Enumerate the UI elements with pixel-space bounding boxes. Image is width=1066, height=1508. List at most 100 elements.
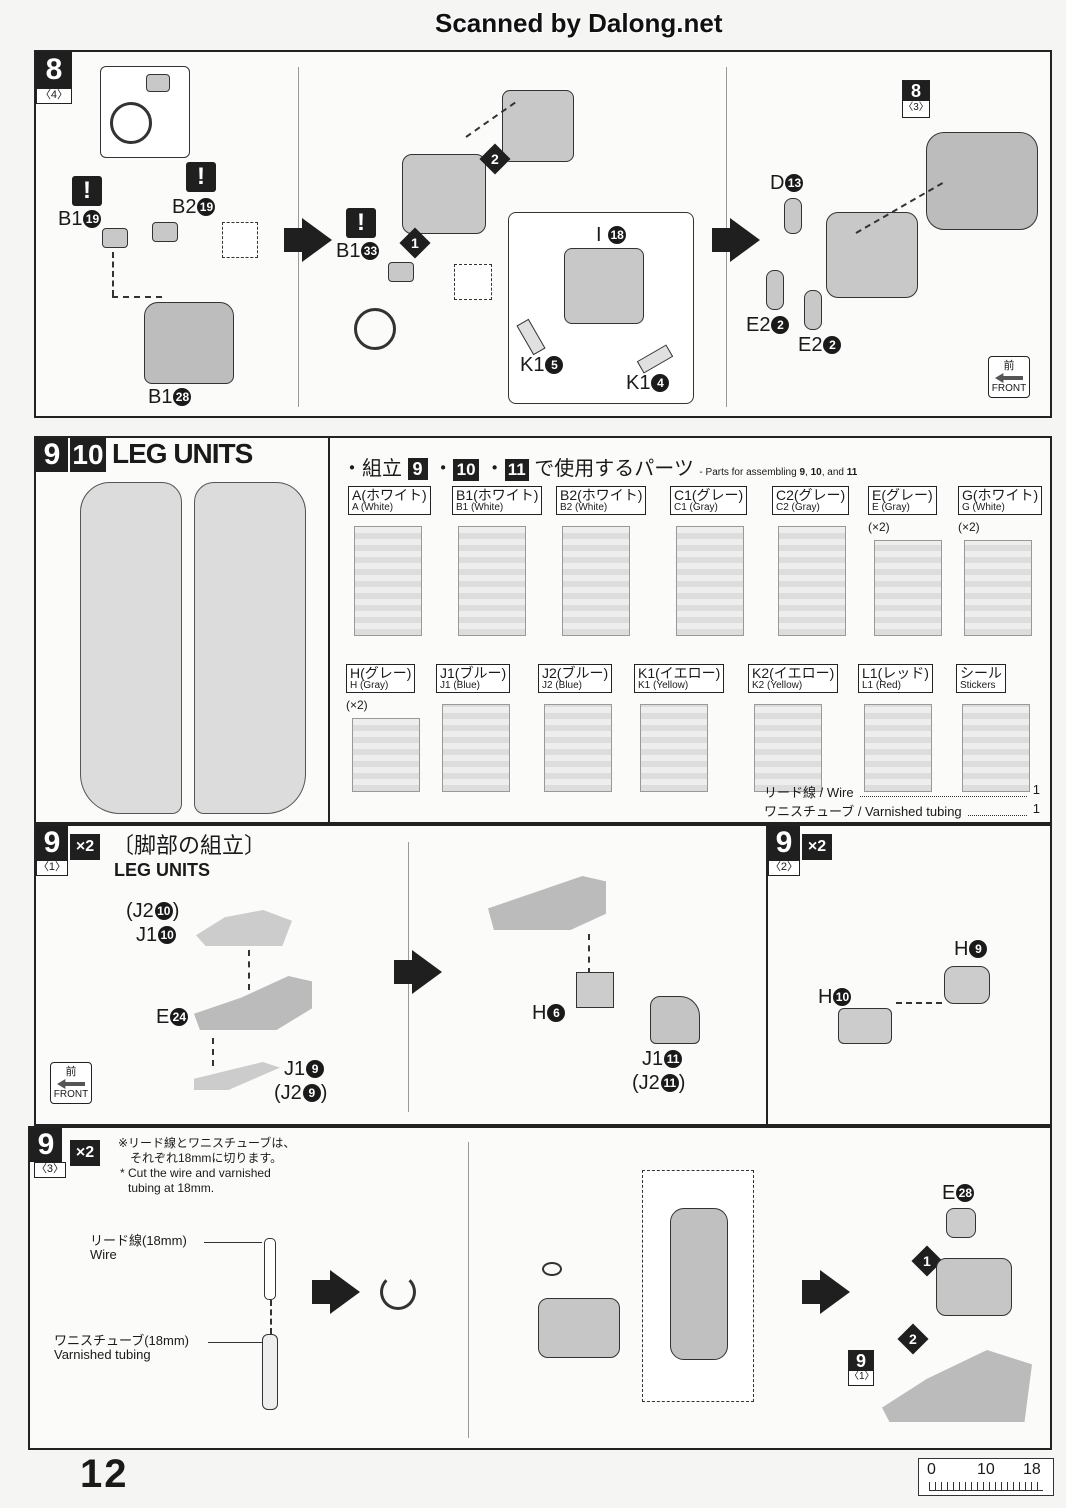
part-label-3: C1(グレー)C1 (Gray) xyxy=(670,486,748,515)
leader-line xyxy=(208,1342,262,1343)
parts-heading: ・組立 9 ・10 ・11 で使用するパーツ - Parts for assem… xyxy=(342,458,858,481)
part-label-en: C1 (Gray) xyxy=(674,502,718,513)
runner-image xyxy=(442,704,510,792)
part-label-jp: B2(ホワイト) xyxy=(560,487,643,503)
no-cut-icon xyxy=(354,308,396,350)
guide-line xyxy=(212,1038,214,1066)
step-sub-number: 〈4〉 xyxy=(36,88,72,104)
scale-start: 0 xyxy=(927,1461,936,1478)
tube-label: ワニスチューブ(18mm) Varnished tubing xyxy=(54,1334,189,1362)
part-label-en: K2 (Yellow) xyxy=(752,680,803,691)
part-label-en: Stickers xyxy=(960,680,996,691)
part-label-en: B2 (White) xyxy=(560,502,608,513)
part-label-jp: A(ホワイト) xyxy=(352,487,427,503)
step-number: 8 xyxy=(36,52,72,88)
part-label-5: E(グレー)E (Gray) xyxy=(868,486,937,515)
leader-line xyxy=(204,1242,262,1243)
guide-line xyxy=(588,934,590,974)
bend-icon xyxy=(380,1274,416,1310)
runner-image xyxy=(864,704,932,792)
part-label-jp: H(グレー) xyxy=(350,665,412,681)
badge-11: 11 xyxy=(504,459,529,481)
part-label-jp: シール xyxy=(960,665,1002,681)
ref-box: 9 〈1〉 xyxy=(848,1350,875,1386)
runner-image xyxy=(354,526,422,636)
note-jp-2: それぞれ18mmに切ります。 xyxy=(130,1151,283,1165)
title-en: LEG UNITS xyxy=(114,860,211,880)
step-arrow xyxy=(712,228,730,252)
step-arrow xyxy=(330,1270,360,1314)
tube-en: Varnished tubing xyxy=(54,1347,151,1362)
part-knee-assembly xyxy=(936,1258,1012,1316)
part-label-en: L1 (Red) xyxy=(862,680,901,691)
part-label-en: J2 (Blue) xyxy=(542,680,583,691)
badge-10: 10 xyxy=(453,459,480,481)
step-arrow xyxy=(302,218,332,262)
step-arrow xyxy=(412,950,442,994)
part-torso xyxy=(926,132,1038,230)
part-label-jp: J2(ブルー) xyxy=(542,665,609,681)
part-e-28 xyxy=(946,1208,976,1238)
step-arrow xyxy=(284,228,302,252)
part-multiplier: (×2) xyxy=(346,698,368,712)
part-h-10 xyxy=(838,1008,892,1044)
part-b1-33 xyxy=(388,262,414,282)
multiplier: ×2 xyxy=(70,834,100,860)
wire-icon xyxy=(264,1238,276,1300)
ref-step-num: 9 xyxy=(849,1351,873,1371)
part-i xyxy=(564,248,644,324)
part-d xyxy=(784,198,802,234)
wire-jp: リード線(18mm) xyxy=(90,1233,187,1248)
note-en-1: * Cut the wire and varnished xyxy=(120,1166,271,1180)
part-label-en: C2 (Gray) xyxy=(776,502,820,513)
part-label-5: L1(レッド)L1 (Red) xyxy=(858,664,933,693)
runner-image xyxy=(962,704,1030,792)
tube-icon xyxy=(262,1334,278,1410)
runner-image xyxy=(778,526,846,636)
part-label-2: J2(ブルー)J2 (Blue) xyxy=(538,664,613,693)
step-number: 9 xyxy=(30,1128,62,1162)
part-b1 xyxy=(102,228,128,248)
front-jp: 前 xyxy=(1003,360,1015,372)
multiplier: ×2 xyxy=(70,1140,100,1166)
panel-divider xyxy=(328,438,330,822)
note-en-2: tubing at 18mm. xyxy=(128,1181,215,1195)
front-arrow-icon xyxy=(57,1079,85,1089)
runner-image xyxy=(964,540,1032,636)
note-jp-1: ※リード線とワニスチューブは、 xyxy=(118,1136,296,1150)
wire-en: Wire xyxy=(90,1247,117,1262)
multiplier: ×2 xyxy=(802,834,832,860)
runner-image xyxy=(458,526,526,636)
ref-step-sub: 〈1〉 xyxy=(849,1371,875,1382)
part-multiplier: (×2) xyxy=(868,520,890,534)
leg-units-panel: 9 10 LEG UNITS ・組立 9 ・10 ・11 で使用するパーツ - … xyxy=(34,436,1052,824)
no-cut-icon xyxy=(110,102,152,144)
part-label-en: G (White) xyxy=(962,502,1005,513)
guide-line xyxy=(112,252,114,296)
wire-label: リード線(18mm) Wire xyxy=(90,1234,187,1262)
cut-note: ※リード線とワニスチューブは、 それぞれ18mmに切ります。 * Cut the… xyxy=(118,1136,295,1196)
page-number: 12 xyxy=(80,1452,129,1496)
scale-end: 18 xyxy=(1023,1461,1041,1478)
part-multiplier: (×2) xyxy=(958,520,980,534)
runner-image xyxy=(544,704,612,792)
part-j1-11 xyxy=(650,996,700,1044)
part-frame-back xyxy=(502,90,574,162)
step-number-9: 9 xyxy=(36,438,68,472)
front-en: FRONT xyxy=(53,1089,89,1100)
part-label-en: B1 (White) xyxy=(456,502,504,513)
warning-icon: ! xyxy=(72,176,102,206)
step-number: 9 xyxy=(768,826,800,860)
